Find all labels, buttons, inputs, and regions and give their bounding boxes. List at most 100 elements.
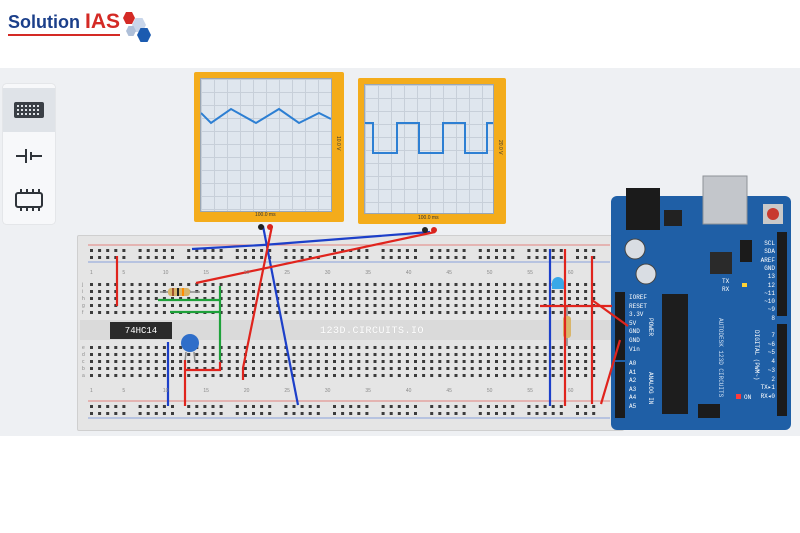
breadboard-hole [146, 412, 150, 415]
breadboard-hole [405, 353, 409, 356]
breadboard-hole [292, 360, 296, 363]
breadboard-hole [252, 346, 255, 349]
breadboard-hole [462, 290, 466, 293]
breadboard-hole [470, 304, 474, 307]
breadboard-hole [300, 290, 304, 293]
breadboard-hole [430, 360, 434, 363]
breadboard-hole [503, 360, 507, 363]
breadboard-hole [219, 256, 223, 259]
breadboard-hole [478, 367, 482, 370]
breadboard-hole [316, 374, 320, 377]
arduino-on-label: ON [744, 394, 752, 401]
breadboard-hole [300, 405, 304, 408]
chip-tool-button[interactable] [3, 178, 55, 222]
breadboard-hole [438, 249, 442, 252]
breadboard-hole [446, 283, 450, 286]
breadboard-hole [357, 367, 361, 370]
breadboard-hole [486, 374, 490, 377]
breadboard-hole [511, 283, 515, 286]
breadboard-hole [535, 367, 539, 370]
breadboard-hole [341, 353, 345, 356]
breadboard-hole [300, 412, 304, 415]
breadboard-hole [211, 353, 215, 356]
breadboard-hole [486, 283, 490, 286]
arduino-rx-label: RX [722, 286, 730, 293]
breadboard-hole [397, 283, 401, 286]
breadboard-hole [446, 405, 450, 408]
breadboard-hole [122, 360, 126, 363]
breadboard-hole [592, 297, 596, 300]
breadboard-hole [470, 360, 474, 363]
breadboard-hole [357, 412, 361, 415]
breadboard-hole [162, 283, 166, 286]
breadboard-hole [276, 311, 280, 314]
power-pin-label: IOREF [629, 294, 648, 301]
breadboard-hole [211, 412, 215, 415]
breadboard-hole [446, 360, 450, 363]
arduino-uno-board[interactable] [611, 196, 791, 430]
breadboard-hole [470, 353, 474, 356]
breadboard-hole [195, 412, 199, 415]
breadboard-hole [324, 374, 328, 377]
breadboard-hole [381, 367, 385, 370]
breadboard-hole [171, 297, 174, 300]
breadboard-hole [373, 367, 377, 370]
oscilloscope-1[interactable]: 10.0 V 100.0 ms [194, 72, 344, 222]
breadboard-hole [203, 249, 207, 252]
breadboard-hole [341, 290, 345, 293]
breadboard-hole [146, 311, 150, 314]
breadboard-hole [260, 256, 264, 259]
breadboard-hole [422, 360, 426, 363]
breadboard-hole [454, 311, 458, 314]
breadboard-hole [349, 412, 353, 415]
breadboard-hole [592, 311, 596, 314]
ic-74hc14[interactable]: 74HC14 [110, 322, 172, 339]
breadboard-hole [341, 304, 345, 307]
oscilloscope-2[interactable]: 20.0 V 100.0 ms [358, 78, 506, 224]
breadboard-hole [567, 283, 571, 286]
breadboard-hole [171, 405, 174, 408]
breadboard-hole [162, 311, 166, 314]
breadboard-hole [243, 297, 247, 300]
breadboard-hole [292, 304, 296, 307]
breadboard-hole [462, 249, 466, 252]
breadboard-hole [308, 353, 312, 356]
breadboard-hole [211, 256, 215, 259]
breadboard-hole [106, 290, 110, 293]
capacitor-blue[interactable] [181, 334, 199, 352]
breadboard-hole [333, 297, 336, 300]
breadboard-hole [503, 249, 507, 252]
breadboard-hole [162, 374, 166, 377]
breadboard-hole [551, 360, 555, 363]
breadboard-hole [308, 311, 312, 314]
breadboard-hole [357, 374, 361, 377]
breadboard-hole [462, 353, 466, 356]
breadboard-hole [446, 374, 450, 377]
breadboard-hole [389, 367, 393, 370]
breadboard-hole [584, 353, 588, 356]
breadboard-hole [252, 283, 255, 286]
usb-controller-chip [710, 252, 732, 274]
breadboard-hole [300, 360, 304, 363]
breadboard-hole [414, 283, 417, 286]
breadboard-hole [559, 405, 563, 408]
breadboard-hole [106, 256, 110, 259]
breadboard-hole [300, 346, 304, 349]
breadboard-hole [316, 412, 320, 415]
breadboard-hole [511, 297, 515, 300]
battery-tool-button[interactable] [3, 134, 55, 178]
breadboard-hole [438, 290, 442, 293]
breadboard-hole [341, 412, 345, 415]
breadboard-hole [389, 405, 393, 408]
breadboard-hole [146, 405, 150, 408]
breadboard-hole [276, 290, 280, 293]
breadboard-hole [341, 367, 345, 370]
logo-hex-red [123, 12, 135, 24]
breadboard-hole [495, 405, 498, 408]
breadboard-hole [397, 374, 401, 377]
breadboard-hole [211, 360, 215, 363]
breadboard-hole [179, 346, 183, 349]
breadboard-hole [122, 283, 126, 286]
breadboard-tool-button[interactable] [3, 88, 55, 132]
